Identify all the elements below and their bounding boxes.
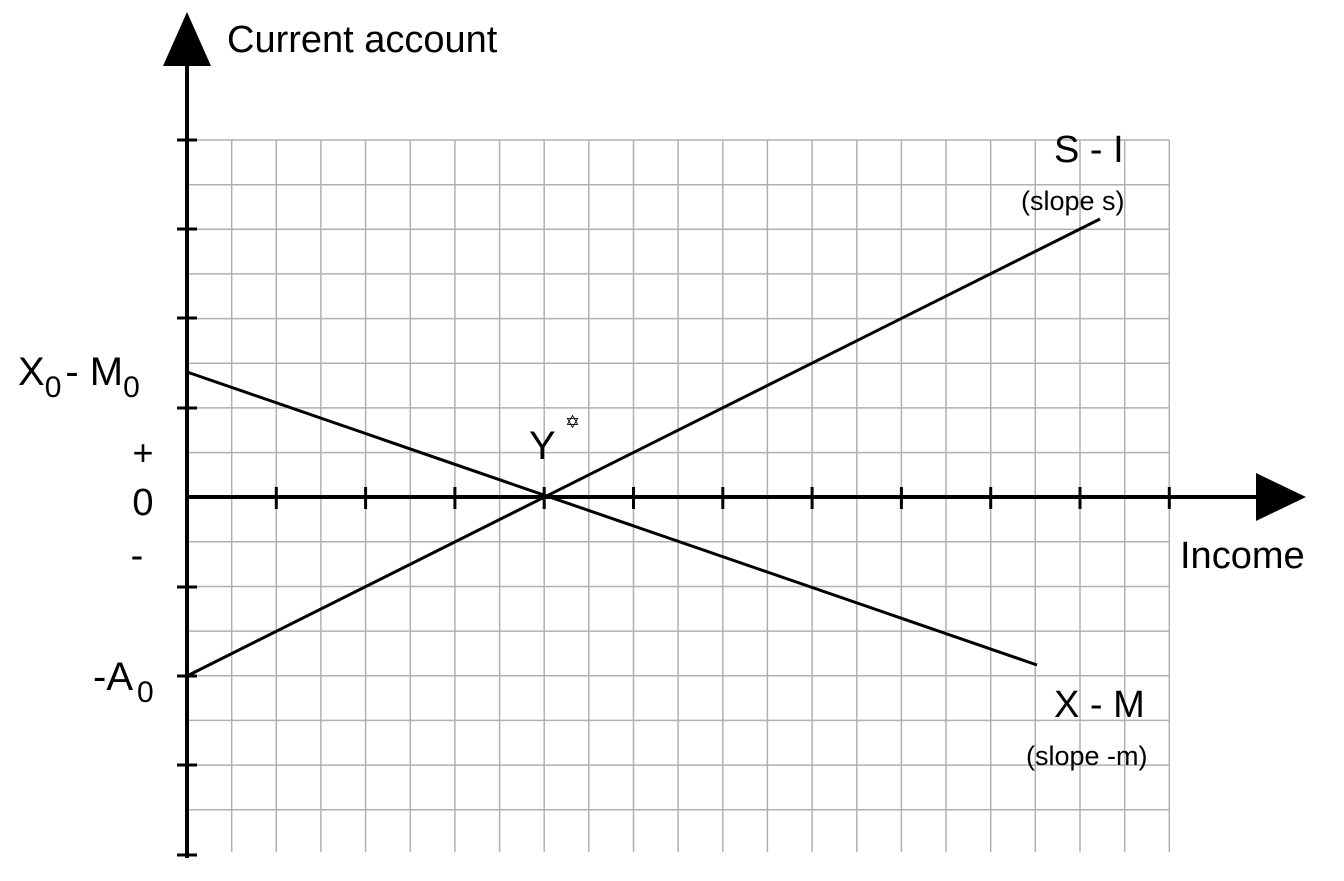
- axes: [163, 12, 1306, 858]
- net-exports-line: [186, 370, 1038, 667]
- saving-investment-slope-note: (slope s): [1021, 186, 1125, 216]
- intercept-m-subscript: 0: [123, 371, 140, 404]
- positive-sign-label: +: [132, 432, 153, 473]
- net-exports-label: X - M: [1054, 684, 1145, 726]
- equilibrium-star-icon: ✡: [565, 412, 580, 432]
- axis-ticks: [177, 138, 1171, 857]
- net-exports-slope-note: (slope -m): [1026, 741, 1148, 771]
- equilibrium-income-label: Y: [529, 424, 556, 468]
- net-exports-intercept-label: X0- M0: [18, 350, 140, 404]
- x-axis-arrow: [1256, 473, 1306, 521]
- intercept-m-base: - M: [65, 350, 123, 394]
- intercept-x-base: X: [18, 350, 45, 394]
- y-axis-arrow: [163, 12, 211, 66]
- y-axis-label: Current account: [227, 19, 498, 61]
- intercept-a-subscript: 0: [137, 676, 154, 709]
- zero-label: 0: [132, 482, 153, 524]
- negative-sign-label: -: [131, 535, 144, 577]
- saving-investment-label: S - I: [1054, 129, 1124, 171]
- saving-investment-line: [186, 217, 1101, 678]
- intercept-x-subscript: 0: [45, 371, 62, 404]
- intercept-a-base: -A: [93, 655, 133, 699]
- x-axis-label: Income: [1180, 535, 1305, 577]
